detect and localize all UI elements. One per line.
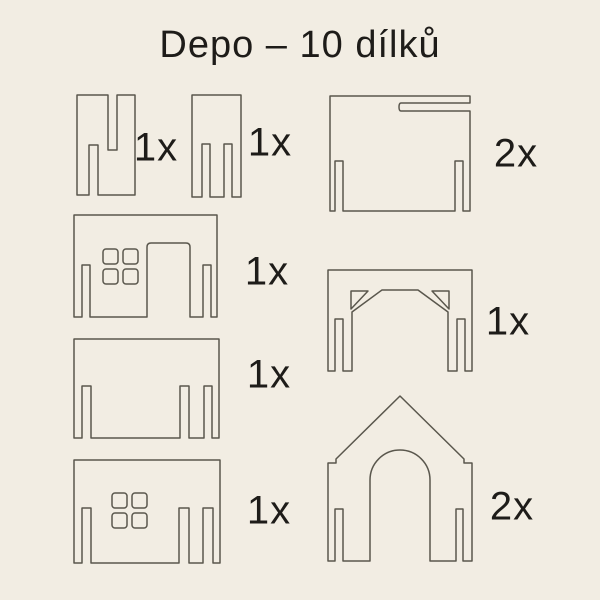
qty-label-front-wall: 1x <box>244 249 290 294</box>
piece-wall-two-bottom-slots <box>191 94 242 198</box>
piece-gable-arch-door <box>327 395 473 562</box>
piece-side-wall-roof-slot <box>329 95 471 212</box>
piece-windows-wall-window <box>111 492 128 509</box>
qty-label-gable-wall: 2x <box>489 484 535 529</box>
qty-label-portal: 1x <box>485 299 531 344</box>
piece-front-wall-window <box>102 268 119 285</box>
piece-portal-triangle-cutout <box>431 290 450 310</box>
qty-label-windows-wall: 1x <box>246 488 292 533</box>
qty-label-wall-lap-slot: 1x <box>133 125 179 170</box>
piece-wall-windows-three-slots <box>73 459 221 564</box>
piece-front-wall-window <box>122 268 139 285</box>
piece-windows-wall-window <box>111 512 128 529</box>
page-title: Depo – 10 dílků <box>159 24 441 66</box>
piece-front-wall-window <box>122 248 139 265</box>
piece-front-wall-window <box>102 248 119 265</box>
piece-portal-triangle-cutout <box>350 290 369 310</box>
piece-front-wall-door <box>73 214 218 318</box>
qty-label-wall-three-slots: 1x <box>246 352 292 397</box>
piece-wall-lap-slot <box>76 94 136 196</box>
piece-windows-wall-window <box>131 512 148 529</box>
qty-label-wall-two-slots: 1x <box>247 120 293 165</box>
qty-label-side-wall: 2x <box>493 131 539 176</box>
piece-windows-wall-window <box>131 492 148 509</box>
piece-portal-trapezoid <box>327 269 473 372</box>
piece-wall-three-slots <box>73 338 220 439</box>
